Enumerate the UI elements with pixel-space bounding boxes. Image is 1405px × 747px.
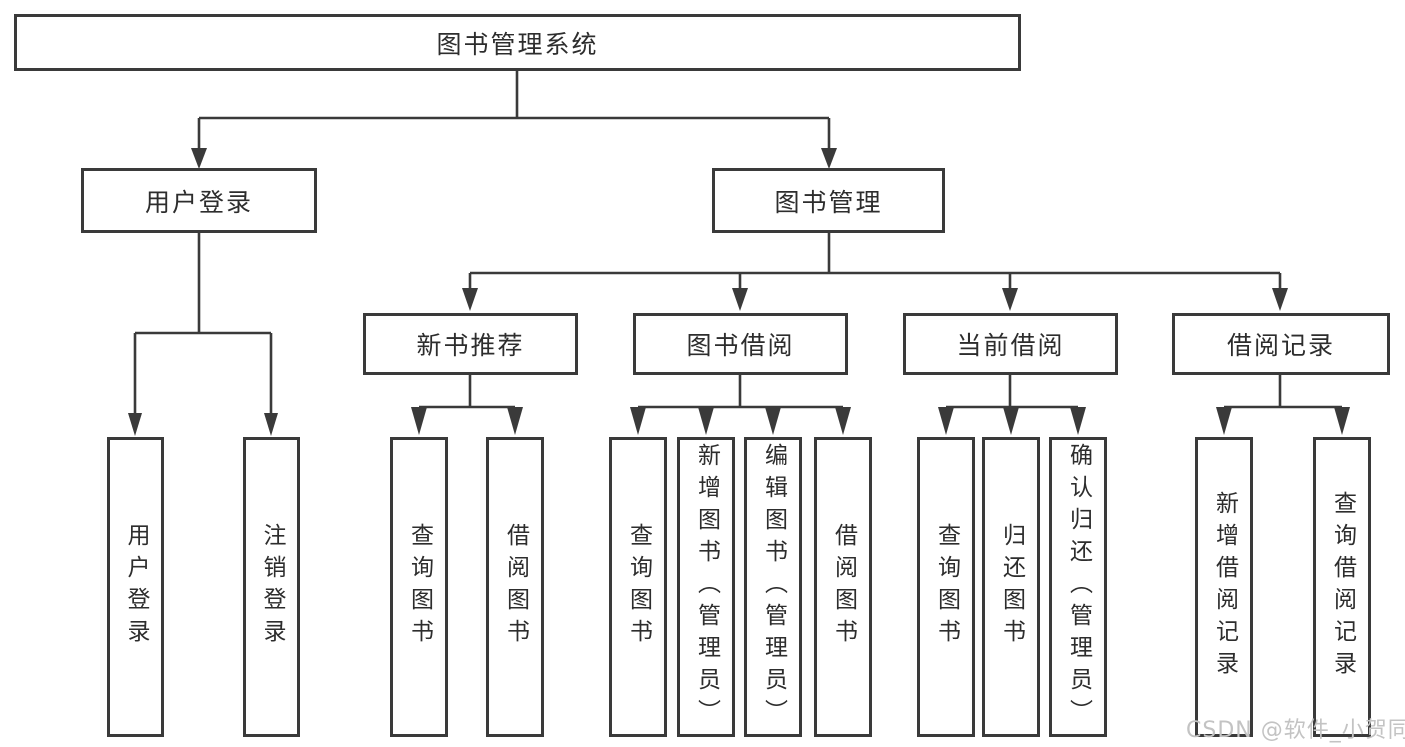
- leaf-query-borrow-record: 查询借阅记录: [1313, 437, 1371, 737]
- leaf-query-books: 查询图书: [390, 437, 448, 737]
- leaf-return-books: 归还图书: [982, 437, 1040, 737]
- arrowhead-icon: [191, 148, 207, 169]
- arrowhead-icon: [821, 148, 837, 169]
- leaf-add-books-admin: 新增图书（管理员）: [677, 437, 735, 737]
- arrowhead-icon: [1216, 407, 1232, 435]
- node-new-book-recommend: 新书推荐: [363, 313, 578, 375]
- arrowhead-icon: [1002, 288, 1018, 311]
- arrowhead-icon: [507, 407, 523, 435]
- arrowhead-icon: [128, 413, 142, 436]
- leaf-edit-books-admin: 编辑图书（管理员）: [744, 437, 802, 737]
- arrowhead-icon: [411, 407, 427, 435]
- node-library-system: 图书管理系统: [14, 14, 1021, 71]
- node-user-login: 用户登录: [81, 168, 317, 233]
- leaf-confirm-return-admin: 确认归还（管理员）: [1049, 437, 1107, 737]
- arrowhead-icon: [630, 407, 646, 435]
- csdn-watermark: CSDN @软件_小贺同学: [1186, 718, 1405, 743]
- node-borrowing-records: 借阅记录: [1172, 313, 1390, 375]
- node-book-borrowing: 图书借阅: [633, 313, 848, 375]
- arrowhead-icon: [938, 407, 954, 435]
- node-book-management: 图书管理: [712, 168, 945, 233]
- leaf-query-books: 查询图书: [609, 437, 667, 737]
- arrowhead-icon: [765, 407, 781, 435]
- arrowhead-icon: [462, 288, 478, 311]
- leaf-query-books: 查询图书: [917, 437, 975, 737]
- arrowhead-icon: [1272, 288, 1288, 311]
- leaf-borrow-books: 借阅图书: [486, 437, 544, 737]
- leaf-borrow-books: 借阅图书: [814, 437, 872, 737]
- leaf-logout: 注销登录: [243, 437, 300, 737]
- node-current-borrowing: 当前借阅: [903, 313, 1118, 375]
- arrowhead-icon: [732, 288, 748, 311]
- arrowhead-icon: [698, 407, 714, 435]
- arrowhead-icon: [1070, 407, 1086, 435]
- arrowhead-icon: [1334, 407, 1350, 435]
- leaf-add-borrow-record: 新增借阅记录: [1195, 437, 1253, 737]
- leaf-user-login: 用户登录: [107, 437, 164, 737]
- arrowhead-icon: [835, 407, 851, 435]
- arrowhead-icon: [1003, 407, 1019, 435]
- arrowhead-icon: [264, 413, 278, 436]
